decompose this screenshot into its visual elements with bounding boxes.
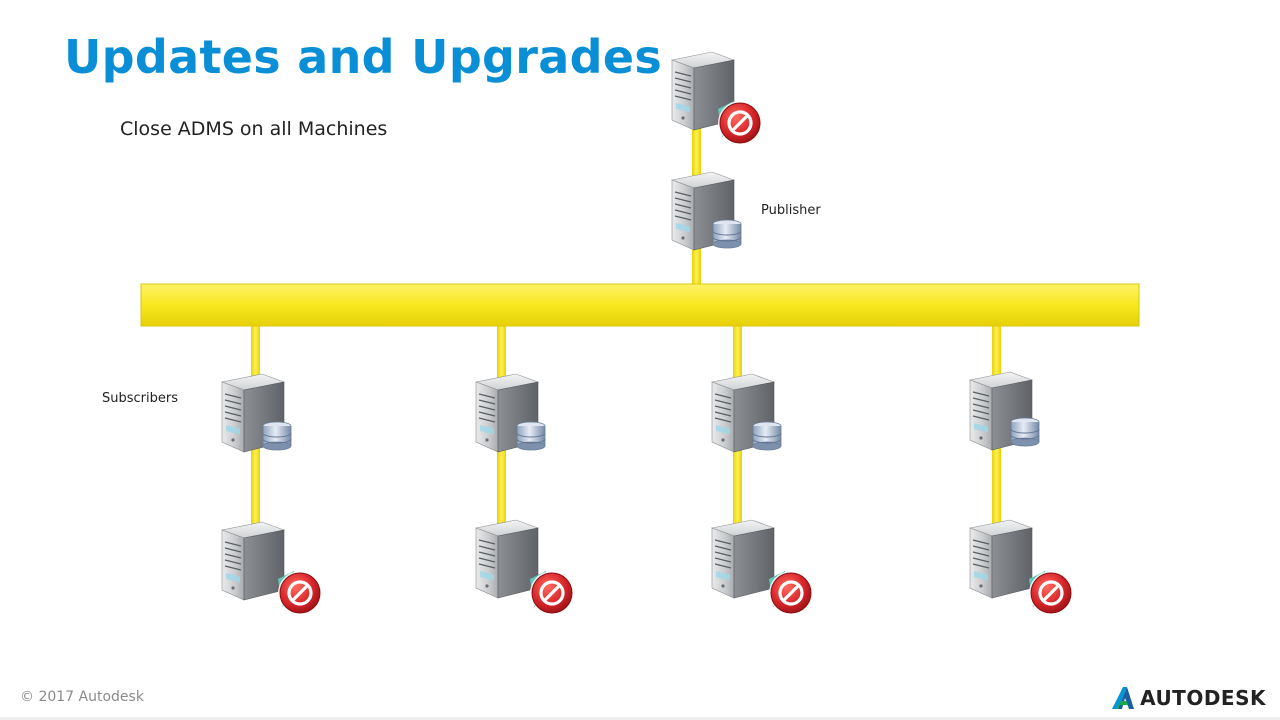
- publisher-server: [671, 171, 742, 251]
- server-icon: [221, 521, 285, 601]
- server-icon: [711, 519, 775, 599]
- subscriber-server-2: [475, 373, 546, 453]
- top-server-stopped: [671, 51, 764, 147]
- server-icon: [475, 519, 539, 599]
- autodesk-logo: AUTODESK: [1110, 686, 1266, 710]
- subscriber-server-3: [711, 373, 782, 453]
- database-icon: [752, 421, 782, 451]
- database-icon: [262, 421, 292, 451]
- stop-icon: [767, 569, 815, 617]
- subscribers-label: Subscribers: [102, 391, 178, 406]
- network-bus: [140, 283, 1140, 327]
- subscriber-server-1: [221, 373, 292, 453]
- publisher-label: Publisher: [761, 203, 821, 218]
- subscriber-server-4: [969, 371, 1040, 451]
- client-server-3-stopped: [711, 519, 815, 617]
- autodesk-logo-icon: [1112, 687, 1135, 709]
- client-server-2-stopped: [475, 519, 576, 617]
- stop-icon: [528, 569, 576, 617]
- stop-icon: [1027, 569, 1075, 617]
- slide-bottom-edge: [0, 717, 1280, 720]
- stop-icon: [716, 99, 764, 147]
- database-icon: [1010, 417, 1040, 447]
- client-server-1-stopped: [221, 521, 324, 617]
- database-icon: [516, 421, 546, 451]
- stop-icon: [276, 569, 324, 617]
- server-icon: [969, 519, 1033, 599]
- slide-title: Updates and Upgrades: [64, 30, 663, 84]
- brand-name: AUTODESK: [1140, 686, 1266, 710]
- client-server-4-stopped: [969, 519, 1075, 617]
- slide-subtitle: Close ADMS on all Machines: [120, 118, 388, 140]
- copyright-footer: © 2017 Autodesk: [20, 689, 144, 705]
- database-icon: [712, 219, 742, 249]
